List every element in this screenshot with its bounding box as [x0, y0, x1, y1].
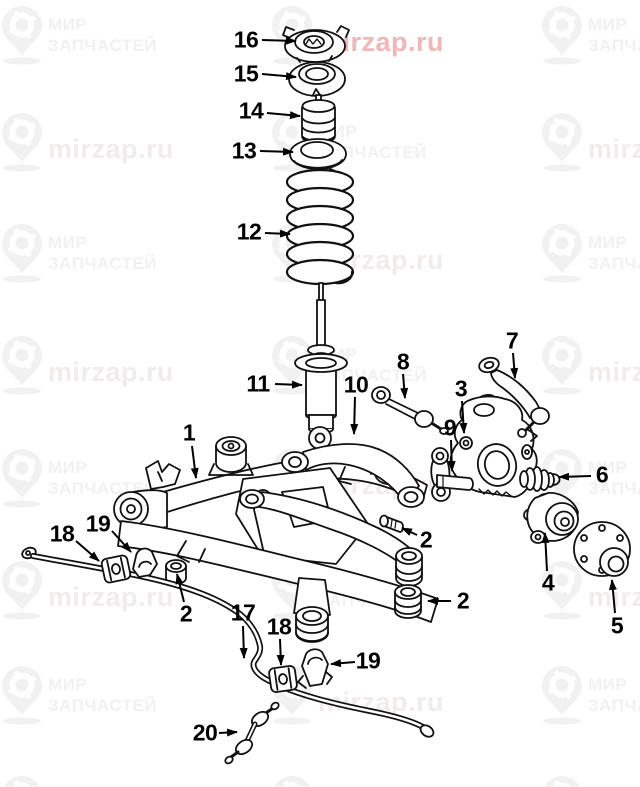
part-label-2: 2	[456, 587, 470, 614]
part-label-13: 13	[231, 137, 257, 164]
part-2c-bushing-drawing	[394, 584, 422, 619]
part-label-7: 7	[505, 327, 519, 354]
part-3-drawing	[449, 393, 538, 498]
part-15-drawing	[288, 61, 346, 97]
part-19b-drawing	[297, 648, 333, 689]
brand-pin-logo-icon	[542, 336, 582, 395]
part-label-18: 18	[49, 520, 75, 547]
part-label-19: 19	[355, 647, 381, 674]
part-label-14: 14	[238, 97, 264, 124]
brand-pin-logo-icon	[542, 113, 582, 172]
brand-pin-logo-icon	[2, 224, 42, 283]
watermark-site-text: mirzap.ru	[588, 357, 640, 387]
part-label-18: 18	[266, 613, 292, 640]
brand-pin-logo-icon	[4, 776, 40, 787]
part-label-20: 20	[192, 719, 218, 746]
part-label-2: 2	[419, 526, 433, 553]
part-10-drawing	[281, 443, 425, 508]
brand-pin-logo-icon	[542, 224, 582, 283]
part-label-8: 8	[396, 348, 410, 375]
part-2b-bushing-drawing	[379, 514, 404, 533]
part-label-6: 6	[595, 461, 609, 488]
brand-pin-logo-icon	[2, 666, 42, 725]
part-18b-drawing	[268, 665, 298, 693]
part-label-2: 2	[179, 600, 193, 627]
part-11-drawing	[294, 282, 348, 450]
part-5-drawing	[573, 521, 631, 577]
brand-pin-logo-icon	[2, 561, 42, 620]
part-9-drawing	[430, 447, 474, 502]
watermark-site-text: mirzap.ru	[48, 582, 175, 612]
brand-pin-logo-icon	[542, 666, 582, 725]
part-label-10: 10	[343, 371, 369, 398]
part-label-9: 9	[443, 414, 457, 441]
part-8-drawing	[371, 386, 449, 435]
brand-pin-logo-icon	[2, 336, 42, 395]
part-label-11: 11	[246, 370, 270, 397]
part-19a-drawing	[132, 547, 158, 578]
part-label-17: 17	[230, 599, 256, 626]
brand-pin-logo-icon	[2, 449, 42, 508]
part-label-15: 15	[233, 60, 259, 87]
brand-pin-logo-icon	[2, 6, 42, 65]
part-20-drawing	[224, 701, 280, 765]
part-label-12: 12	[236, 218, 262, 245]
part-16-drawing	[282, 25, 350, 63]
brand-pin-logo-icon	[274, 776, 310, 787]
watermark-site-text: mirzap.ru	[588, 134, 640, 164]
part-label-1: 1	[182, 419, 196, 446]
part-label-5: 5	[610, 612, 624, 639]
watermark-site-text: mirzap.ru	[48, 357, 175, 387]
part-4-drawing	[523, 492, 579, 544]
part-13-drawing	[289, 138, 347, 170]
brand-pin-logo-icon	[544, 776, 580, 787]
part-18a-drawing	[100, 554, 132, 584]
watermark-site-text: mirzap.ru	[48, 134, 175, 164]
part-label-4: 4	[541, 569, 555, 596]
part-label-3: 3	[454, 375, 468, 402]
part-7-drawing	[478, 356, 550, 442]
part-label-16: 16	[233, 26, 259, 53]
brand-pin-logo-icon	[542, 6, 582, 65]
part-6-drawing	[519, 466, 561, 492]
brand-pin-logo-icon	[542, 561, 582, 620]
part-12-drawing	[285, 167, 355, 286]
brand-pin-logo-icon	[2, 113, 42, 172]
part-label-19: 19	[85, 510, 111, 537]
part-14-drawing	[301, 94, 336, 142]
